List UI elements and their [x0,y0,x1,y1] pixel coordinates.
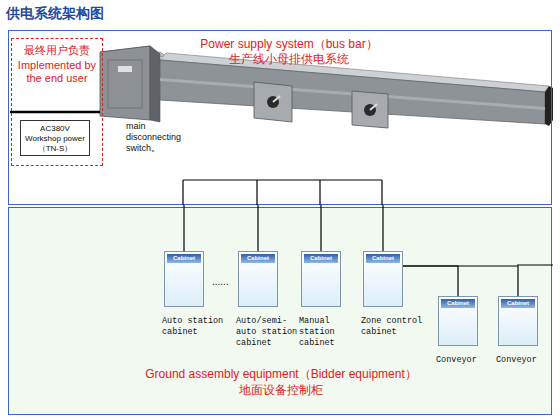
feeder-drop [256,180,257,205]
cabinet-box: CabinetAuto/semi-auto station cabinet [238,251,278,307]
cabinet-label: Conveyor [496,355,560,366]
cabinet-header: Cabinet [167,254,201,263]
feeder-drop [381,180,382,205]
cabinet-label: Auto/semi-auto station cabinet [236,316,300,349]
feeder-connector [382,205,383,251]
busbar-front [160,60,545,124]
cabinet-label: Conveyor [436,355,500,366]
end-user-scope-box: AC380V Workshop power（TN-S） 最终用户负责 Impleme… [11,38,103,166]
cabinet-header: Cabinet [241,254,275,263]
busbar-top [160,53,549,92]
cabinet-label: Manual station cabinet [299,316,363,349]
switch-box-side [150,46,160,122]
cabinet-box: CabinetConveyor [498,296,538,346]
switch-box-plate [118,66,132,72]
feeder-connector [320,205,321,251]
feeder-extension [517,264,553,265]
busbar-stripe [160,78,545,110]
band-heading: Power supply system（bus bar） [139,37,439,51]
feeder-connector [183,205,184,251]
scope-heading: Implemented by the end user [13,59,101,85]
feeder-line [183,179,382,180]
diagram-title: 供电系统架构图 [6,5,104,23]
cabinet-box: CabinetZone control cabinet [363,251,403,307]
feeder-connector [403,266,458,296]
cabinet-header: Cabinet [366,254,400,263]
cabinet-label: Auto station cabinet [162,316,226,338]
cabinet-box: CabinetConveyor [438,296,478,346]
ellipsis-mark: ...... [212,276,236,288]
cabinet-header: Cabinet [441,299,475,308]
feeder-drop [319,180,320,205]
cabinet-label: Zone control cabinet [361,316,425,338]
switch-knob [364,104,376,116]
cabinet-box: CabinetManual station cabinet [301,251,341,307]
switch-handle [273,96,280,102]
switch-box-top [100,46,160,58]
ground-equipment-band: CabinetAuto station cabinetCabinetAuto/s… [8,207,552,415]
switch-handle [370,104,377,110]
band-heading: 生产线小母排供电系统 [139,52,439,66]
band-heading: 地面设备控制柜 [49,383,513,397]
cabinet-header: Cabinet [304,254,338,263]
band-heading: Ground assembly equipment（Bidder equipme… [49,367,513,381]
power-supply-band: AC380V Workshop power（TN-S） 最终用户负责 Impleme… [8,30,552,205]
feeder-drop [182,180,183,205]
feeder-connector [403,266,518,296]
scope-heading: 最终用户负责 [13,44,101,57]
switch-box-door [108,60,142,108]
tap-off-switch [352,91,388,128]
power-source-box: AC380V Workshop power（TN-S） [20,120,90,156]
tap-off-switch [254,82,292,122]
supply-wire [10,111,100,114]
callout-label: main disconnecting switch。 [126,121,190,154]
switch-knob [267,96,279,108]
cabinet-header: Cabinet [501,299,535,308]
switch-box-front [100,46,150,120]
power-source-text: AC380V Workshop power（TN-S） [24,124,86,154]
cabinet-box: CabinetAuto station cabinet [164,251,204,307]
switch-box-top [110,52,166,62]
feeder-connector [257,205,258,251]
